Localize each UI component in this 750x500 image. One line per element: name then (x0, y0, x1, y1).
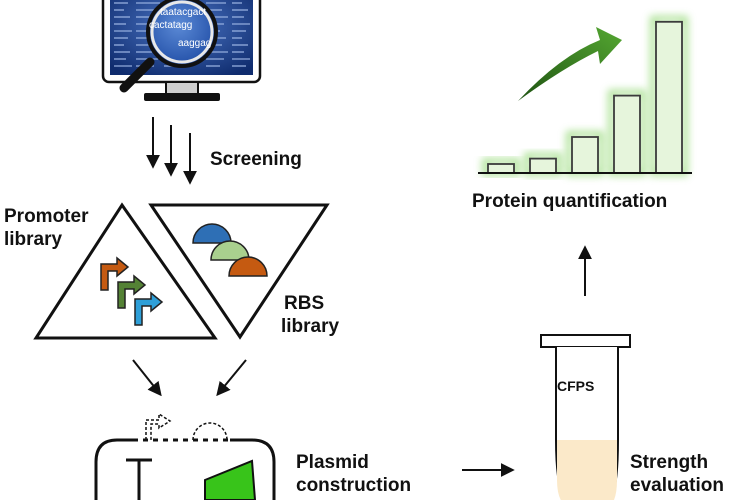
strength-evaluation-line1: Strength (630, 452, 709, 473)
screening-label: Screening (210, 149, 302, 170)
bar-1 (487, 163, 515, 174)
cfps-tube-label: CFPS (557, 378, 595, 394)
library-to-plasmid-arrows (132, 359, 247, 397)
sequence-text-3: aaggag (178, 38, 212, 49)
rbs-shape-light-green (210, 240, 250, 261)
plasmid-construction-line1: Plasmid (296, 452, 369, 473)
promoter-arrow-orange (100, 256, 130, 291)
promoter-library-line2: library (4, 229, 63, 250)
rbs-library-label: RBS library (281, 292, 339, 338)
rbs-shape-orange (228, 256, 268, 277)
protein-level-bars (482, 15, 688, 177)
screening-arrows (146, 117, 197, 185)
bar-4 (613, 94, 641, 174)
promoter-library-label: Promoter library (4, 205, 88, 251)
cfps-tube (540, 334, 631, 500)
promoter-slot-icon (145, 412, 172, 440)
strength-evaluation-line2: evaluation (630, 475, 724, 496)
sequence-text-1: taatacgact (160, 7, 207, 18)
plasmid-construction-label: Plasmid construction (296, 451, 411, 497)
rbs-library-line2: library (281, 316, 340, 337)
promoter-library-triangle (33, 202, 218, 340)
strength-evaluation-label: Strength evaluation (630, 451, 724, 497)
bar-5 (655, 20, 683, 174)
magnifier-icon (119, 0, 218, 93)
protein-quantification-label: Protein quantification (472, 191, 668, 212)
promoter-arrow-green (117, 274, 147, 309)
bar-2 (529, 157, 557, 174)
rbs-slot-icon (192, 422, 228, 441)
sequence-text-2: cactatagg (149, 20, 193, 31)
growth-arrow-icon (518, 27, 622, 101)
rbs-shape-blue (192, 223, 232, 244)
plasmid (94, 412, 276, 500)
cds-gene-icon (204, 459, 257, 500)
promoter-library-line1: Promoter (4, 206, 89, 227)
plasmid-construction-line2: construction (296, 475, 412, 496)
promoter-arrow-blue (134, 291, 164, 326)
bar-3 (571, 136, 599, 174)
rbs-library-triangle (148, 203, 330, 340)
rbs-library-line1: RBS (284, 293, 325, 314)
